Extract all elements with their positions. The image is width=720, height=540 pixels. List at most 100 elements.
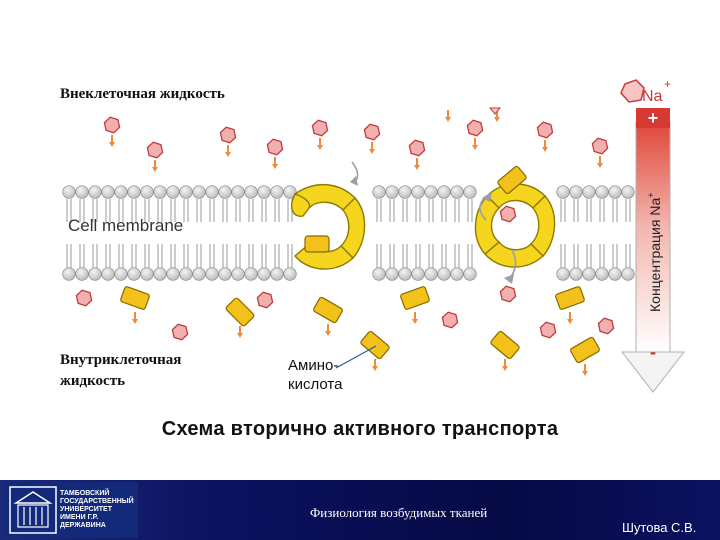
- lipid-head: [62, 185, 76, 199]
- lipid-head: [608, 185, 622, 199]
- lipid-head: [153, 185, 167, 199]
- university-name: ТАМБОВСКИЙ ГОСУДАРСТВЕННЫЙ УНИВЕРСИТЕТ И…: [60, 490, 138, 530]
- amino-acid-shape: [225, 297, 255, 327]
- sodium-ion: [171, 323, 189, 341]
- sodium-ion-shape: [256, 291, 274, 309]
- lipid-head: [595, 185, 609, 199]
- down-arrow-head: [372, 366, 378, 371]
- lipid-head: [244, 185, 258, 199]
- lipid-head: [88, 185, 102, 199]
- lipid-head: [437, 185, 451, 199]
- amino-acid: [360, 330, 390, 360]
- sodium-ion: [499, 285, 517, 303]
- down-arrow-head: [412, 319, 418, 324]
- sodium-ion-partial: [488, 107, 502, 115]
- lipid-head: [231, 185, 245, 199]
- lipid-head: [398, 267, 412, 281]
- sodium-ion: [219, 126, 237, 157]
- sodium-ion: [75, 289, 93, 307]
- lipid-head: [411, 267, 425, 281]
- amino-acid: [497, 165, 527, 195]
- lipid-head: [582, 267, 596, 281]
- lipid-head: [88, 267, 102, 281]
- university-logo: [4, 482, 138, 538]
- sodium-ion-shape: [466, 119, 484, 137]
- down-arrow-head: [582, 371, 588, 376]
- intracellular-label-line2: жидкость: [60, 373, 126, 389]
- diagram-caption: Схема вторично активного транспорта: [161, 418, 559, 440]
- lipid-head: [166, 267, 180, 281]
- cell-membrane-label: Cell membrane: [68, 216, 184, 235]
- sodium-ion: [441, 311, 459, 329]
- lipid-head: [75, 185, 89, 199]
- lipid-head: [192, 267, 206, 281]
- intracellular-fluid-label: Внутриклеточная жидкость: [60, 350, 260, 392]
- lipid-head: [179, 267, 193, 281]
- lipid-head: [463, 267, 477, 281]
- author-name: Шутова С.В.: [622, 520, 697, 535]
- sodium-ion: [591, 137, 609, 168]
- down-arrow-head: [472, 145, 478, 150]
- lipid-head: [127, 267, 141, 281]
- na-ion-sup: +: [664, 77, 671, 91]
- lipid-head: [437, 267, 451, 281]
- sodium-ion: [466, 119, 484, 150]
- lipid-head: [582, 185, 596, 199]
- transport-direction-arrows: [350, 161, 517, 284]
- lipid-head: [450, 267, 464, 281]
- amino-acid-shape: [120, 286, 150, 310]
- lipid-head: [257, 267, 271, 281]
- down-arrow-head: [237, 333, 243, 338]
- lipid-head: [127, 185, 141, 199]
- sodium-ion: [499, 205, 517, 223]
- down-arrow-head: [494, 117, 500, 122]
- lipid-head: [140, 267, 154, 281]
- lipid-head: [153, 267, 167, 281]
- down-arrow-head: [317, 145, 323, 150]
- amino-label-line2: кислота: [288, 376, 343, 393]
- down-arrow-head: [369, 149, 375, 154]
- lipid-head: [556, 185, 570, 199]
- down-arrow-head: [597, 163, 603, 168]
- lipid-head: [244, 267, 258, 281]
- sodium-ion: [256, 291, 274, 309]
- extracellular-fluid-label: Внеклеточная жидкость: [60, 86, 225, 102]
- minus-sign: -: [650, 342, 656, 362]
- lipid-head: [411, 185, 425, 199]
- cell-membrane: [62, 185, 635, 281]
- lipid-head: [231, 267, 245, 281]
- sodium-ion: [311, 119, 329, 150]
- lipid-head: [218, 185, 232, 199]
- sodium-ion-shape: [539, 321, 557, 339]
- sodium-ion: [103, 116, 121, 147]
- lipid-head: [621, 185, 635, 199]
- sodium-ion-shape: [499, 285, 517, 303]
- sodium-ion-shape: [441, 311, 459, 329]
- lipid-head: [283, 185, 297, 199]
- amino-acid: [313, 296, 343, 324]
- amino-acid-shape: [490, 330, 520, 360]
- lipid-head: [192, 185, 206, 199]
- down-arrow-head: [152, 167, 158, 172]
- course-title: Физиология возбудимых тканей: [310, 505, 488, 520]
- lipid-head: [398, 185, 412, 199]
- down-arrow-head: [225, 152, 231, 157]
- lipid-head: [114, 185, 128, 199]
- lipid-head: [270, 185, 284, 199]
- sodium-ion: [597, 317, 615, 335]
- lipid-head: [372, 185, 386, 199]
- lipid-head: [205, 185, 219, 199]
- university-building-icon: [9, 486, 57, 534]
- down-arrow-head: [272, 164, 278, 169]
- down-arrow-head: [567, 319, 573, 324]
- sodium-ion: [266, 138, 284, 169]
- lipid-head: [463, 185, 477, 199]
- down-arrow-head: [445, 117, 451, 122]
- university-name-line: УНИВЕРСИТЕТ: [60, 506, 112, 513]
- sodium-ion-shape: [266, 138, 284, 156]
- down-arrow-head: [325, 331, 331, 336]
- down-arrow-head: [502, 366, 508, 371]
- lipid-head: [569, 185, 583, 199]
- university-name-line: ИМЕНИ Г.Р. ДЕРЖАВИНА: [60, 514, 106, 529]
